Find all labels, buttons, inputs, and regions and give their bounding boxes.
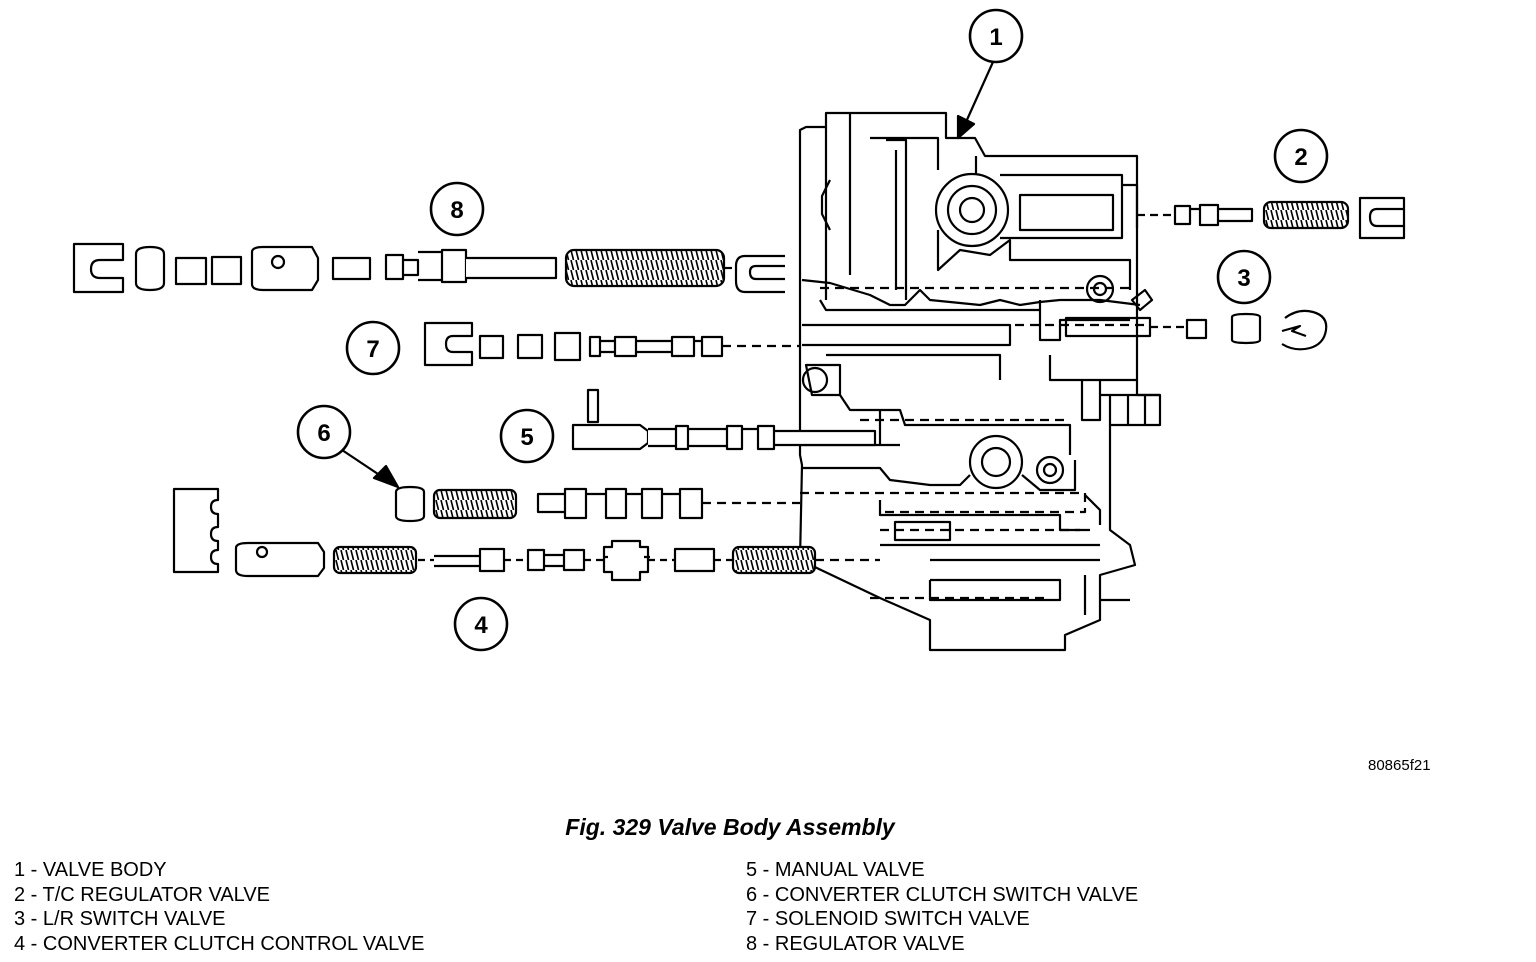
legend-item: 1 - VALVE BODY — [14, 859, 167, 881]
figure-id-code: 80865f21 — [1368, 757, 1431, 774]
callout-6-label: 6 — [317, 420, 330, 447]
legend-item: 6 - CONVERTER CLUTCH SWITCH VALVE — [746, 883, 1139, 906]
legend-right-column: 5 - MANUAL VALVE 6 - CONVERTER CLUTCH SW… — [746, 858, 1138, 956]
callout-8-label: 8 — [450, 197, 463, 224]
callout-2: 2 — [1273, 128, 1329, 184]
callout-7: 7 — [345, 320, 401, 376]
tc-regulator-valve-parts — [1137, 196, 1406, 240]
callout-1-arrowhead — [956, 114, 976, 140]
callout-6-arrowhead — [372, 464, 400, 489]
callout-5-label: 5 — [520, 424, 533, 451]
callout-7-label: 7 — [366, 336, 379, 363]
valve-body-diagram: 1 2 3 4 5 6 7 8 — [72, 8, 1406, 652]
legend-item: 4 - CONVERTER CLUTCH CONTROL VALVE — [14, 932, 425, 955]
legend-item: 2 - T/C REGULATOR VALVE — [14, 883, 270, 906]
callout-5: 5 — [499, 408, 555, 464]
callout-3-label: 3 — [1237, 265, 1250, 292]
legend-item: 8 - REGULATOR VALVE — [746, 932, 965, 955]
converter-clutch-control-valve-parts — [172, 487, 880, 582]
callout-8: 8 — [429, 181, 485, 237]
legend-left-column: 1 - VALVE BODY 2 - T/C REGULATOR VALVE 3… — [14, 858, 424, 956]
callout-4-label: 4 — [474, 612, 488, 639]
lr-switch-valve-parts — [1150, 309, 1328, 351]
callout-2-label: 2 — [1294, 144, 1307, 171]
callout-1-label: 1 — [989, 24, 1002, 51]
callout-6-leader — [341, 449, 385, 479]
solenoid-switch-valve-parts — [423, 321, 800, 367]
callout-3: 3 — [1216, 249, 1272, 305]
callout-1-leader — [964, 61, 995, 123]
legend-item: 5 - MANUAL VALVE — [746, 859, 925, 881]
legend-item: 7 - SOLENOID SWITCH VALVE — [746, 908, 1030, 931]
callout-1: 1 — [968, 8, 1024, 64]
regulator-valve-parts — [72, 242, 785, 294]
manual-valve-parts — [571, 388, 776, 451]
callout-4: 4 — [453, 596, 509, 652]
legend-item: 3 - L/R SWITCH VALVE — [14, 908, 226, 931]
callout-6: 6 — [296, 404, 352, 460]
figure-caption: Fig. 329 Valve Body Assembly — [565, 814, 895, 840]
converter-clutch-switch-valve-parts — [394, 485, 800, 523]
valve-body — [770, 111, 1162, 652]
